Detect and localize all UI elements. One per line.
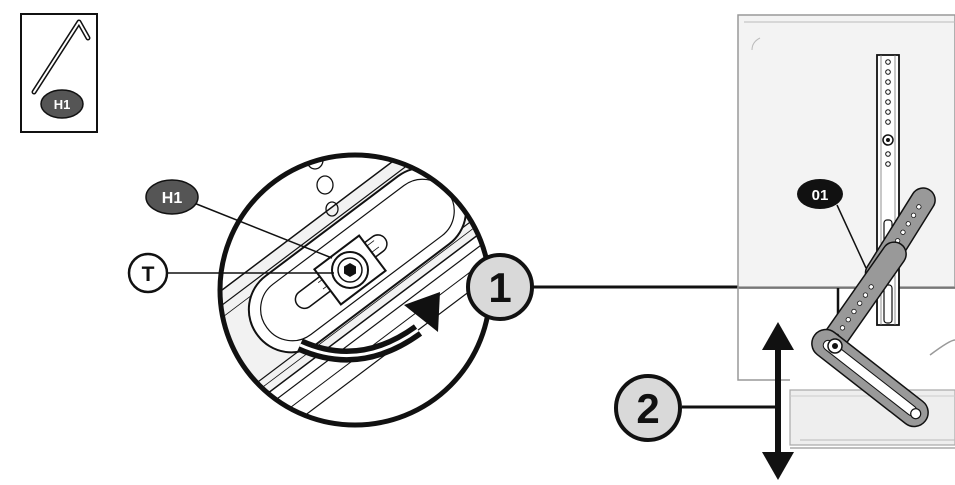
screw-callout: T [127,252,334,294]
step-2-badge: 2 [614,374,682,442]
screw-callout-label: T [142,263,155,286]
lower-arm [811,241,929,428]
height-adjust-arrow [762,322,794,480]
clockwise-arrow-icon [297,292,440,363]
step-1-badge: 1 [466,253,534,321]
base-bracket [789,389,955,449]
hex-key-callout: H1 [145,179,333,259]
step-2-number: 2 [636,385,659,432]
tool-box: H1 [20,13,98,133]
tool-badge-label: H1 [54,97,71,112]
step-1-number: 1 [488,264,511,311]
part-label: 01 [812,187,829,204]
screw-icon [312,234,388,306]
tool-badge: H1 [40,89,84,119]
hex-key-icon [31,19,91,95]
part-callout: 01 [797,179,867,269]
hex-key-callout-label: H1 [162,190,183,207]
